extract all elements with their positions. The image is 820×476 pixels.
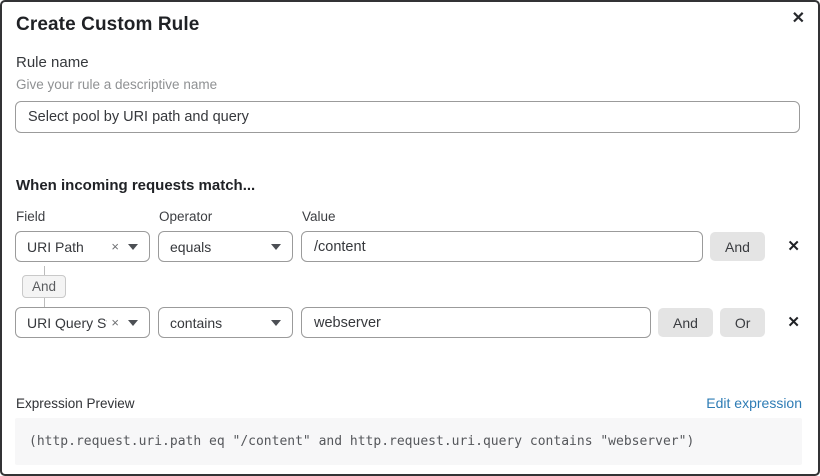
rule-name-label: Rule name — [16, 54, 89, 71]
chevron-down-icon — [128, 319, 138, 326]
operator-select-row2[interactable]: contains — [158, 307, 293, 338]
delete-row1-icon[interactable]: ✕ — [787, 238, 800, 255]
field-select-row1-value: URI Path — [27, 238, 84, 255]
field-select-row2[interactable]: URI Query St... × — [15, 307, 150, 338]
or-button-row2[interactable]: Or — [719, 308, 766, 337]
operator-select-row1[interactable]: equals — [158, 231, 293, 262]
rule-name-help: Give your rule a descriptive name — [16, 77, 218, 92]
matcher-column-labels: Field Operator Value — [16, 209, 798, 224]
and-connector-badge: And — [22, 275, 67, 298]
page-title: Create Custom Rule — [16, 14, 200, 35]
connector-line-bottom — [43, 298, 45, 307]
rule-name-input[interactable] — [15, 101, 800, 133]
operator-select-row1-value: equals — [170, 238, 212, 255]
matcher-heading: When incoming requests match... — [16, 177, 256, 194]
expression-preview-code: (http.request.uri.path eq "/content" and… — [15, 418, 802, 465]
field-column-label: Field — [16, 209, 46, 224]
clear-selection-icon[interactable]: × — [111, 315, 119, 330]
chevron-down-icon — [271, 243, 281, 250]
operator-column-label: Operator — [159, 209, 213, 224]
clear-selection-icon[interactable]: × — [111, 239, 119, 254]
field-select-row1[interactable]: URI Path × — [15, 231, 150, 262]
close-icon[interactable]: ✕ — [791, 10, 805, 27]
operator-select-row2-value: contains — [170, 314, 223, 331]
field-select-row2-value: URI Query St... — [27, 314, 107, 331]
delete-row2-icon[interactable]: ✕ — [787, 314, 800, 331]
value-input-row1[interactable] — [301, 231, 703, 262]
chevron-down-icon — [128, 243, 138, 250]
value-input-row2[interactable] — [301, 307, 651, 338]
connector-line-top — [43, 266, 45, 275]
expression-preview-label: Expression Preview — [16, 395, 135, 411]
matcher-row-2: URI Query St... × contains And Or ✕ — [15, 307, 800, 338]
value-column-label: Value — [302, 209, 336, 224]
and-connector: And — [22, 266, 67, 307]
edit-expression-link[interactable]: Edit expression — [706, 395, 802, 411]
chevron-down-icon — [271, 319, 281, 326]
and-button-row2[interactable]: And — [658, 308, 713, 337]
expression-preview-header: Expression Preview Edit expression — [15, 395, 802, 411]
matcher-row-1: URI Path × equals And ✕ — [15, 231, 800, 262]
and-button-row1[interactable]: And — [710, 232, 765, 261]
